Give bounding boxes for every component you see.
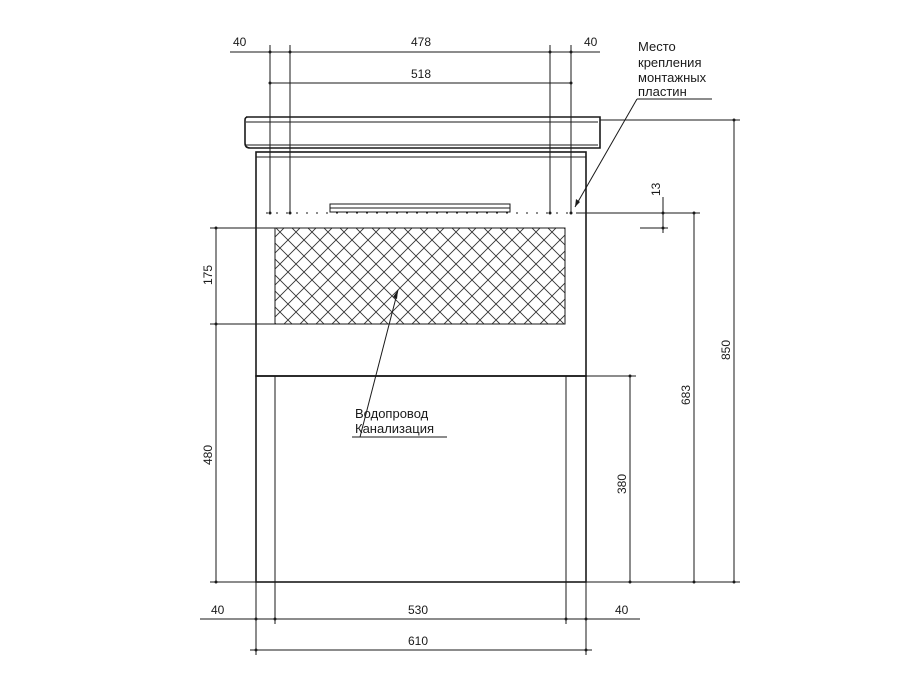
dim-683: 683 xyxy=(679,385,693,405)
dim-bottom-inner: 530 xyxy=(408,603,428,617)
dim-bottom-left: 40 xyxy=(211,603,225,617)
mount-note-1: Место xyxy=(638,39,676,54)
pipe-leader xyxy=(352,289,447,438)
mount-note-4: пластин xyxy=(638,84,687,99)
dim-380: 380 xyxy=(615,474,629,494)
utility-zone xyxy=(274,227,566,325)
dim-175: 175 xyxy=(201,265,215,285)
mount-note-2: крепления xyxy=(638,55,701,70)
dim-13-lines xyxy=(578,197,668,233)
dim-top-right: 40 xyxy=(584,35,598,49)
dim-top-left: 40 xyxy=(233,35,247,49)
dim-850: 850 xyxy=(719,340,733,360)
right-dimensions xyxy=(586,118,740,584)
dim-13: 13 xyxy=(649,182,663,196)
dim-top-span: 478 xyxy=(411,35,431,49)
left-dimensions xyxy=(210,226,275,584)
dim-top-inner: 518 xyxy=(411,67,431,81)
mount-leader xyxy=(574,98,712,208)
countertop xyxy=(244,116,601,149)
pipe-note-1: Водопровод xyxy=(355,406,429,421)
lower-cabinet xyxy=(255,375,587,583)
dim-bottom-right: 40 xyxy=(615,603,629,617)
pipe-note-2: Канализация xyxy=(355,421,434,436)
mounting-rail xyxy=(329,203,511,213)
mount-note-3: монтажных xyxy=(638,70,707,85)
dim-bottom-total: 610 xyxy=(408,634,428,648)
dim-480: 480 xyxy=(201,445,215,465)
top-dimensions xyxy=(230,45,600,213)
bottom-dimensions xyxy=(200,582,640,655)
